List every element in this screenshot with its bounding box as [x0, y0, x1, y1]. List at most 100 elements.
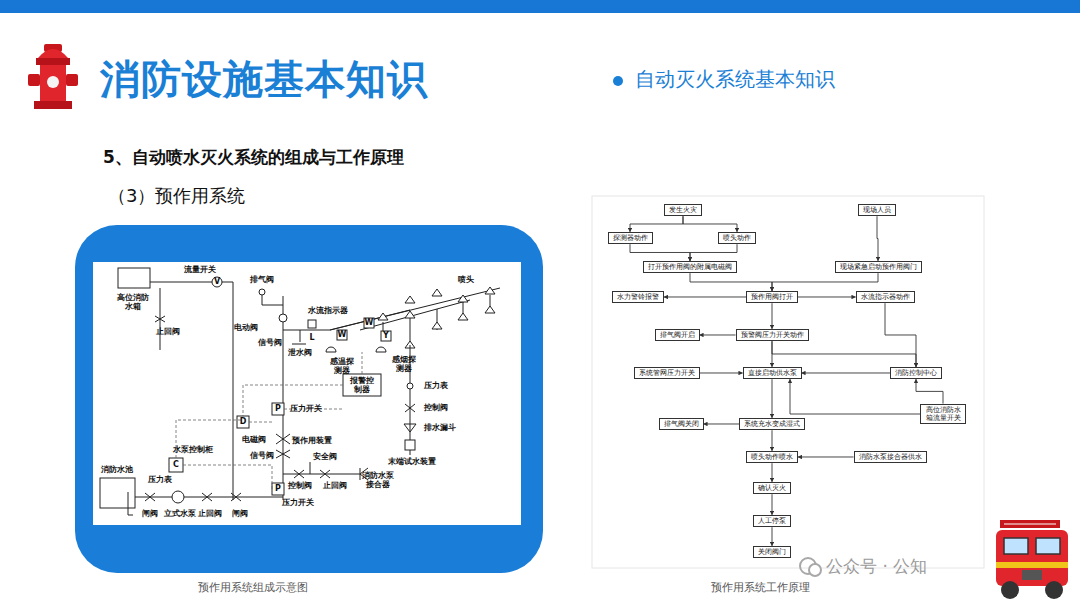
part-label: 排气阀 [250, 275, 274, 284]
flow-arrow [885, 303, 916, 367]
box-text: 直接启动供水泵 [748, 369, 797, 377]
part-label: 电动阀 [234, 323, 258, 332]
signal-valve [276, 450, 290, 458]
symbol-letter: L [309, 333, 314, 342]
motor-valve [279, 314, 287, 322]
flow-arrow [700, 372, 743, 373]
process-box: 排气阀关闭 [659, 418, 704, 430]
gauge [407, 383, 413, 389]
box-text: 系统管网压力开关 [639, 369, 695, 377]
box-text: 人工停泵 [758, 517, 786, 525]
slide-title: 消防设施基本知识 [100, 52, 428, 107]
funnel [404, 424, 416, 432]
flow-arrow [683, 216, 737, 232]
flow-arrow [772, 463, 773, 482]
valves [145, 493, 241, 501]
box-text: 关闭阀门 [758, 548, 786, 556]
pipe [283, 462, 360, 474]
flow-arrow [798, 296, 856, 297]
vent-valve [259, 289, 265, 295]
symbol-letter: C [173, 460, 179, 469]
box-text: 现场紧急启动预作用阀门 [840, 263, 917, 271]
p-box [272, 403, 284, 415]
symbol-letter: P [275, 484, 281, 493]
flow-arrow [798, 456, 854, 457]
part-label: 止回阀 [156, 327, 180, 336]
symbol-letter: P [275, 404, 281, 413]
part-label: 安全阀 [313, 452, 337, 461]
box-text: 喷头动作喷水 [751, 453, 793, 461]
signal-valve [308, 320, 316, 328]
process-box: 探测器动作 [608, 232, 653, 244]
box-text: 预作用阀打开 [751, 293, 793, 301]
flow-indicator [337, 330, 347, 340]
symbol-letter: Y [383, 331, 389, 340]
flow-ground [592, 196, 984, 568]
flow-arrow [664, 296, 746, 297]
flow-arrow [772, 430, 773, 451]
tank [118, 268, 150, 288]
symbol-letter: D [240, 417, 247, 426]
caption: 预作用系统工作原理 [711, 582, 810, 595]
control-valve [405, 404, 415, 412]
flow-arrow [772, 379, 773, 418]
bullet-dot [613, 76, 623, 86]
box-text: 探测器动作 [613, 234, 648, 242]
process-box: 预警阀压力开关动作 [736, 329, 809, 341]
flow-indicator [364, 318, 374, 328]
detectors [326, 347, 386, 352]
process-box: 现场人员 [858, 204, 896, 216]
process-box: 消防控制中心 [890, 367, 942, 379]
sprinklers [378, 287, 495, 348]
image-frame [75, 225, 543, 573]
pump [172, 491, 184, 503]
process-box: 水力警铃报警 [612, 291, 664, 303]
part-label: 消防水泵接合器 [360, 471, 396, 489]
part-label: 感烟探测器 [391, 355, 417, 373]
heading: （3）预作用系统 [108, 186, 245, 207]
part-label: 泄水阀 [288, 348, 312, 357]
part-label: 止回阀 [323, 481, 347, 490]
part-label: 止回阀 [198, 509, 222, 518]
box-text: 排气阀开启 [660, 331, 695, 339]
box-text: 发生火灾 [669, 206, 697, 214]
flow-arrow [772, 494, 773, 515]
box-text: 水流指示器动作 [861, 293, 910, 301]
part-label: 压力开关 [290, 404, 322, 413]
box-text: 消防水泵接合器供水 [859, 453, 922, 461]
part-label: 喷头 [458, 275, 474, 284]
box-text: 系统充水变成湿式 [744, 420, 800, 428]
p-box [272, 483, 284, 495]
process-box: 打开预作用阀的附属电磁阀 [643, 261, 737, 273]
heading: 自动灭火系统基本知识 [635, 68, 835, 91]
part-label: 压力开关 [282, 498, 314, 507]
box-text: 现场人员 [863, 206, 891, 214]
alarm-controller [343, 374, 381, 396]
process-box: 系统充水变成湿式 [739, 418, 805, 430]
pipe [150, 282, 233, 500]
flow-arrow [772, 273, 878, 291]
flow-arrow [877, 216, 878, 261]
part-label: 压力表 [424, 381, 448, 390]
symbol-letter: W [365, 318, 374, 327]
box-text: 打开预作用阀的附属电磁阀 [648, 263, 732, 271]
wechat-icon [800, 558, 821, 576]
hydrant-icon [28, 44, 78, 109]
riser [283, 296, 284, 500]
part-label: 信号阀 [250, 451, 274, 460]
box-text: 喷头动作 [723, 234, 751, 242]
process-box: 水流指示器动作 [856, 291, 915, 303]
part-label: 水泵控制柜 [173, 445, 213, 454]
box-text: 消防控制中心 [895, 369, 937, 377]
pool [100, 478, 135, 508]
check-valve [155, 316, 165, 322]
box-text: 水力警铃报警 [617, 293, 659, 301]
control-wires [176, 352, 362, 489]
part-label: 流量开关 [184, 265, 216, 274]
d-box [237, 416, 249, 428]
process-box: 喷头动作 [718, 232, 756, 244]
part-label: 排水漏斗 [424, 423, 456, 432]
process-box: 关闭阀门 [753, 546, 791, 558]
test-device [405, 440, 415, 450]
flow-arrow [802, 372, 891, 373]
